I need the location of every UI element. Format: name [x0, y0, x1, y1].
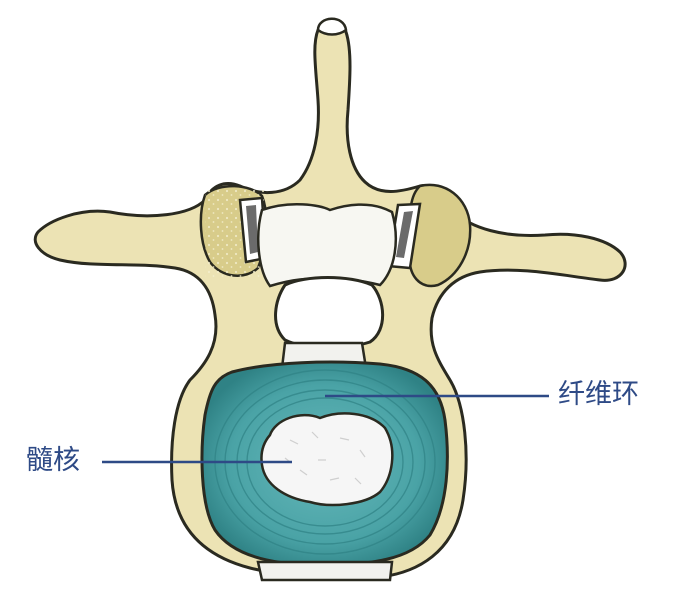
spinous-tip-cartilage	[316, 17, 348, 36]
spinal-canal	[274, 276, 385, 350]
nucleus-pulposus	[260, 412, 394, 507]
ligamentum-flavum	[257, 202, 398, 288]
anterior-cartilage	[256, 560, 394, 582]
right-facet-gap	[396, 211, 413, 258]
nucleus-pulposus-label: 髓核	[26, 445, 80, 476]
annulus-fibrosus-label: 纤维环	[558, 379, 639, 410]
left-facet-gap	[246, 205, 258, 254]
